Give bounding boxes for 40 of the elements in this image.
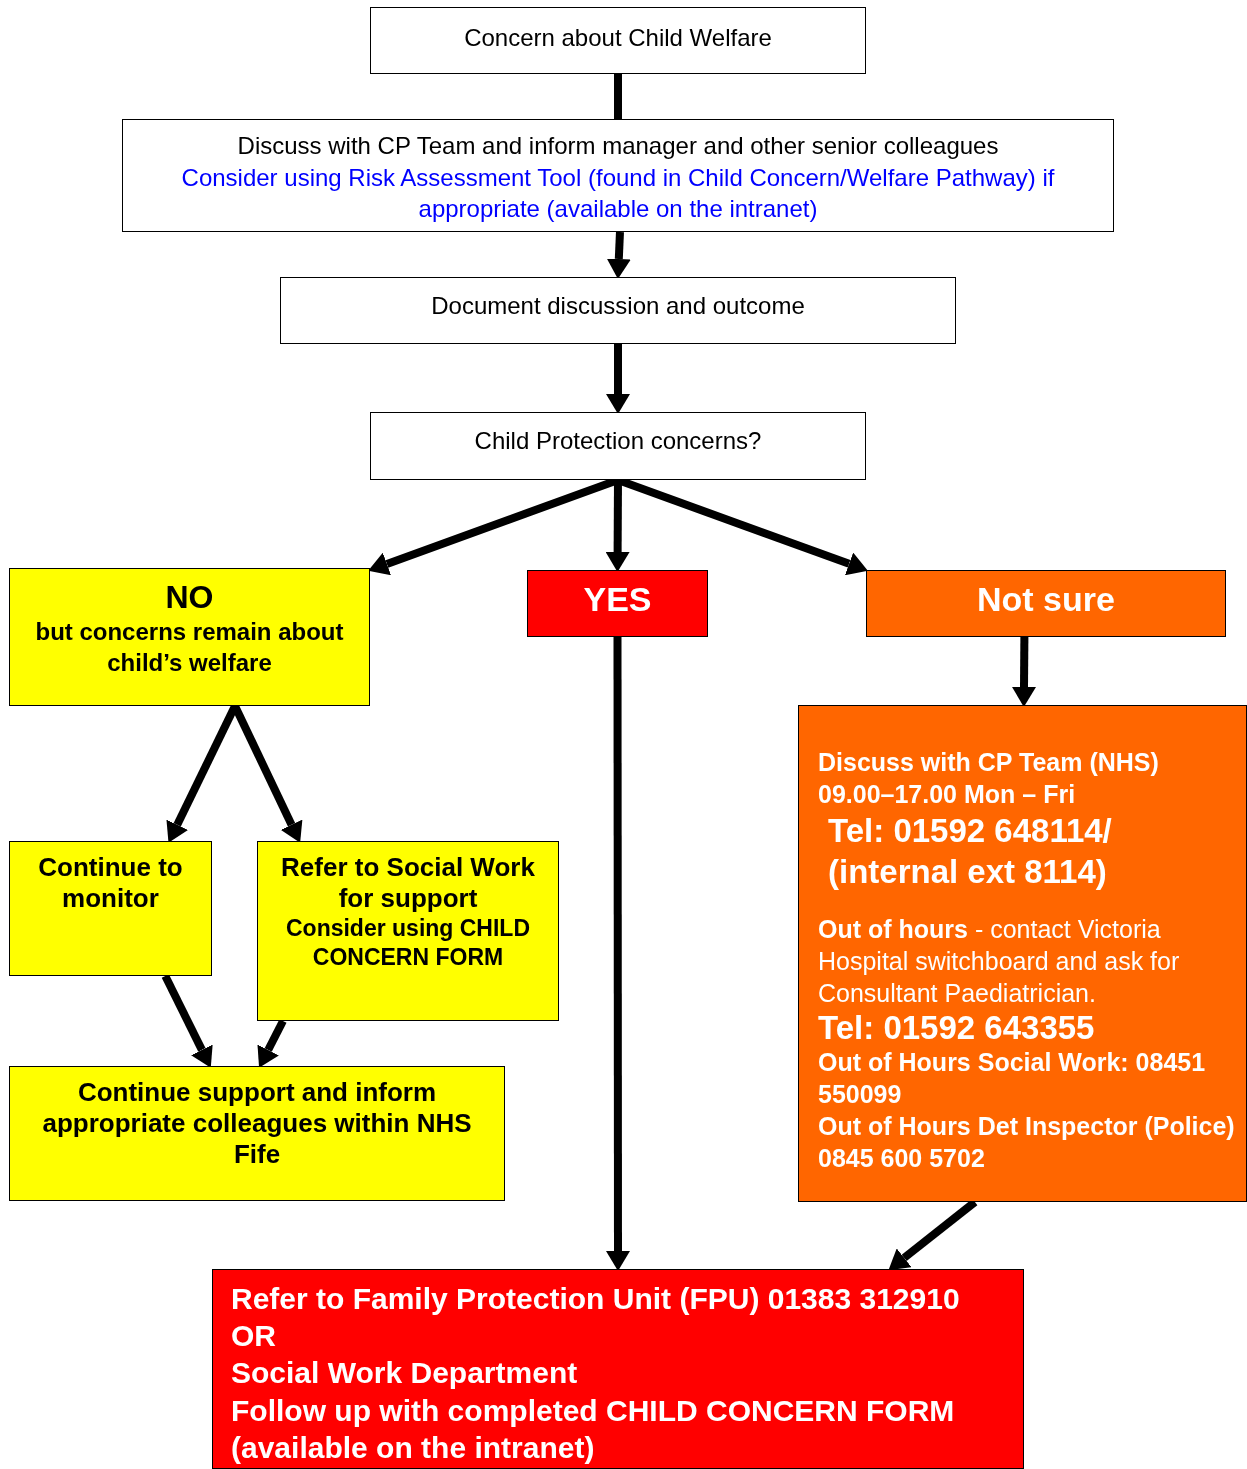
arrow — [606, 231, 631, 279]
node-text: Discuss with CP Team and inform manager and other senior colleagues — [236, 131, 1000, 161]
answer-box — [9, 568, 370, 706]
arrow — [606, 637, 630, 1271]
decision-box — [370, 412, 866, 480]
node-text: NO — [164, 579, 215, 616]
node-text: Out of Hours Det Inspector (Police) 0845 600 5702 — [818, 1111, 1236, 1175]
contact-panel — [798, 705, 1247, 1202]
process-box — [122, 119, 1114, 232]
action-box — [257, 841, 559, 1021]
node-text: Refer to Social Work for support — [280, 852, 536, 915]
process-box — [280, 277, 956, 344]
note-text: Consider using Risk Assessment Tool (found in Child Concern/Welfare Pathway) if appropriate (available on the intranet) — [180, 162, 1056, 225]
process-box — [370, 7, 866, 74]
node-text: Follow up with completed CHILD CONCERN FORM (available on the intranet) — [231, 1392, 956, 1466]
node-text: Concern about Child Welfare — [463, 23, 773, 53]
node-text: but concerns remain about child’s welfare — [34, 616, 345, 679]
node-text: Consider using CHILD CONCERN FORM — [284, 914, 532, 972]
node-text: Document discussion and outcome — [430, 291, 806, 321]
arrow — [161, 974, 213, 1068]
node-text: Discuss with CP Team (NHS) 09.00–17.00 Mon – Fri — [818, 747, 1160, 810]
arrow — [606, 344, 630, 414]
arrow — [257, 1019, 287, 1068]
answer-box — [866, 570, 1226, 637]
node-text: Tel: 01592 643355 — [818, 1008, 1096, 1047]
node-text: Not sure — [976, 581, 1116, 619]
node-text: Continue support and inform appropriate colleagues within NHS Fife — [41, 1077, 473, 1171]
node-text: Social Work Department — [231, 1355, 579, 1392]
referral-box — [212, 1269, 1024, 1469]
node-text: Out of hours - contact Victoria Hospital switchboard and ask for Consultant Paediatrician. — [818, 913, 1181, 1009]
node-text: YES — [582, 581, 653, 619]
answer-box — [527, 570, 708, 637]
node-text: Continue to monitor — [37, 852, 184, 915]
arrow — [1012, 636, 1036, 707]
action-box — [9, 841, 212, 976]
node-text: Child Protection concerns? — [473, 426, 763, 456]
node-text: Out of Hours Social Work: 08451 550099 — [818, 1047, 1207, 1111]
node-text: Tel: 01592 648114/ (internal ext 8114) — [827, 811, 1113, 893]
node-text: Refer to Family Protection Unit (FPU) 01383 312910 OR — [231, 1281, 961, 1355]
action-box — [9, 1066, 505, 1201]
